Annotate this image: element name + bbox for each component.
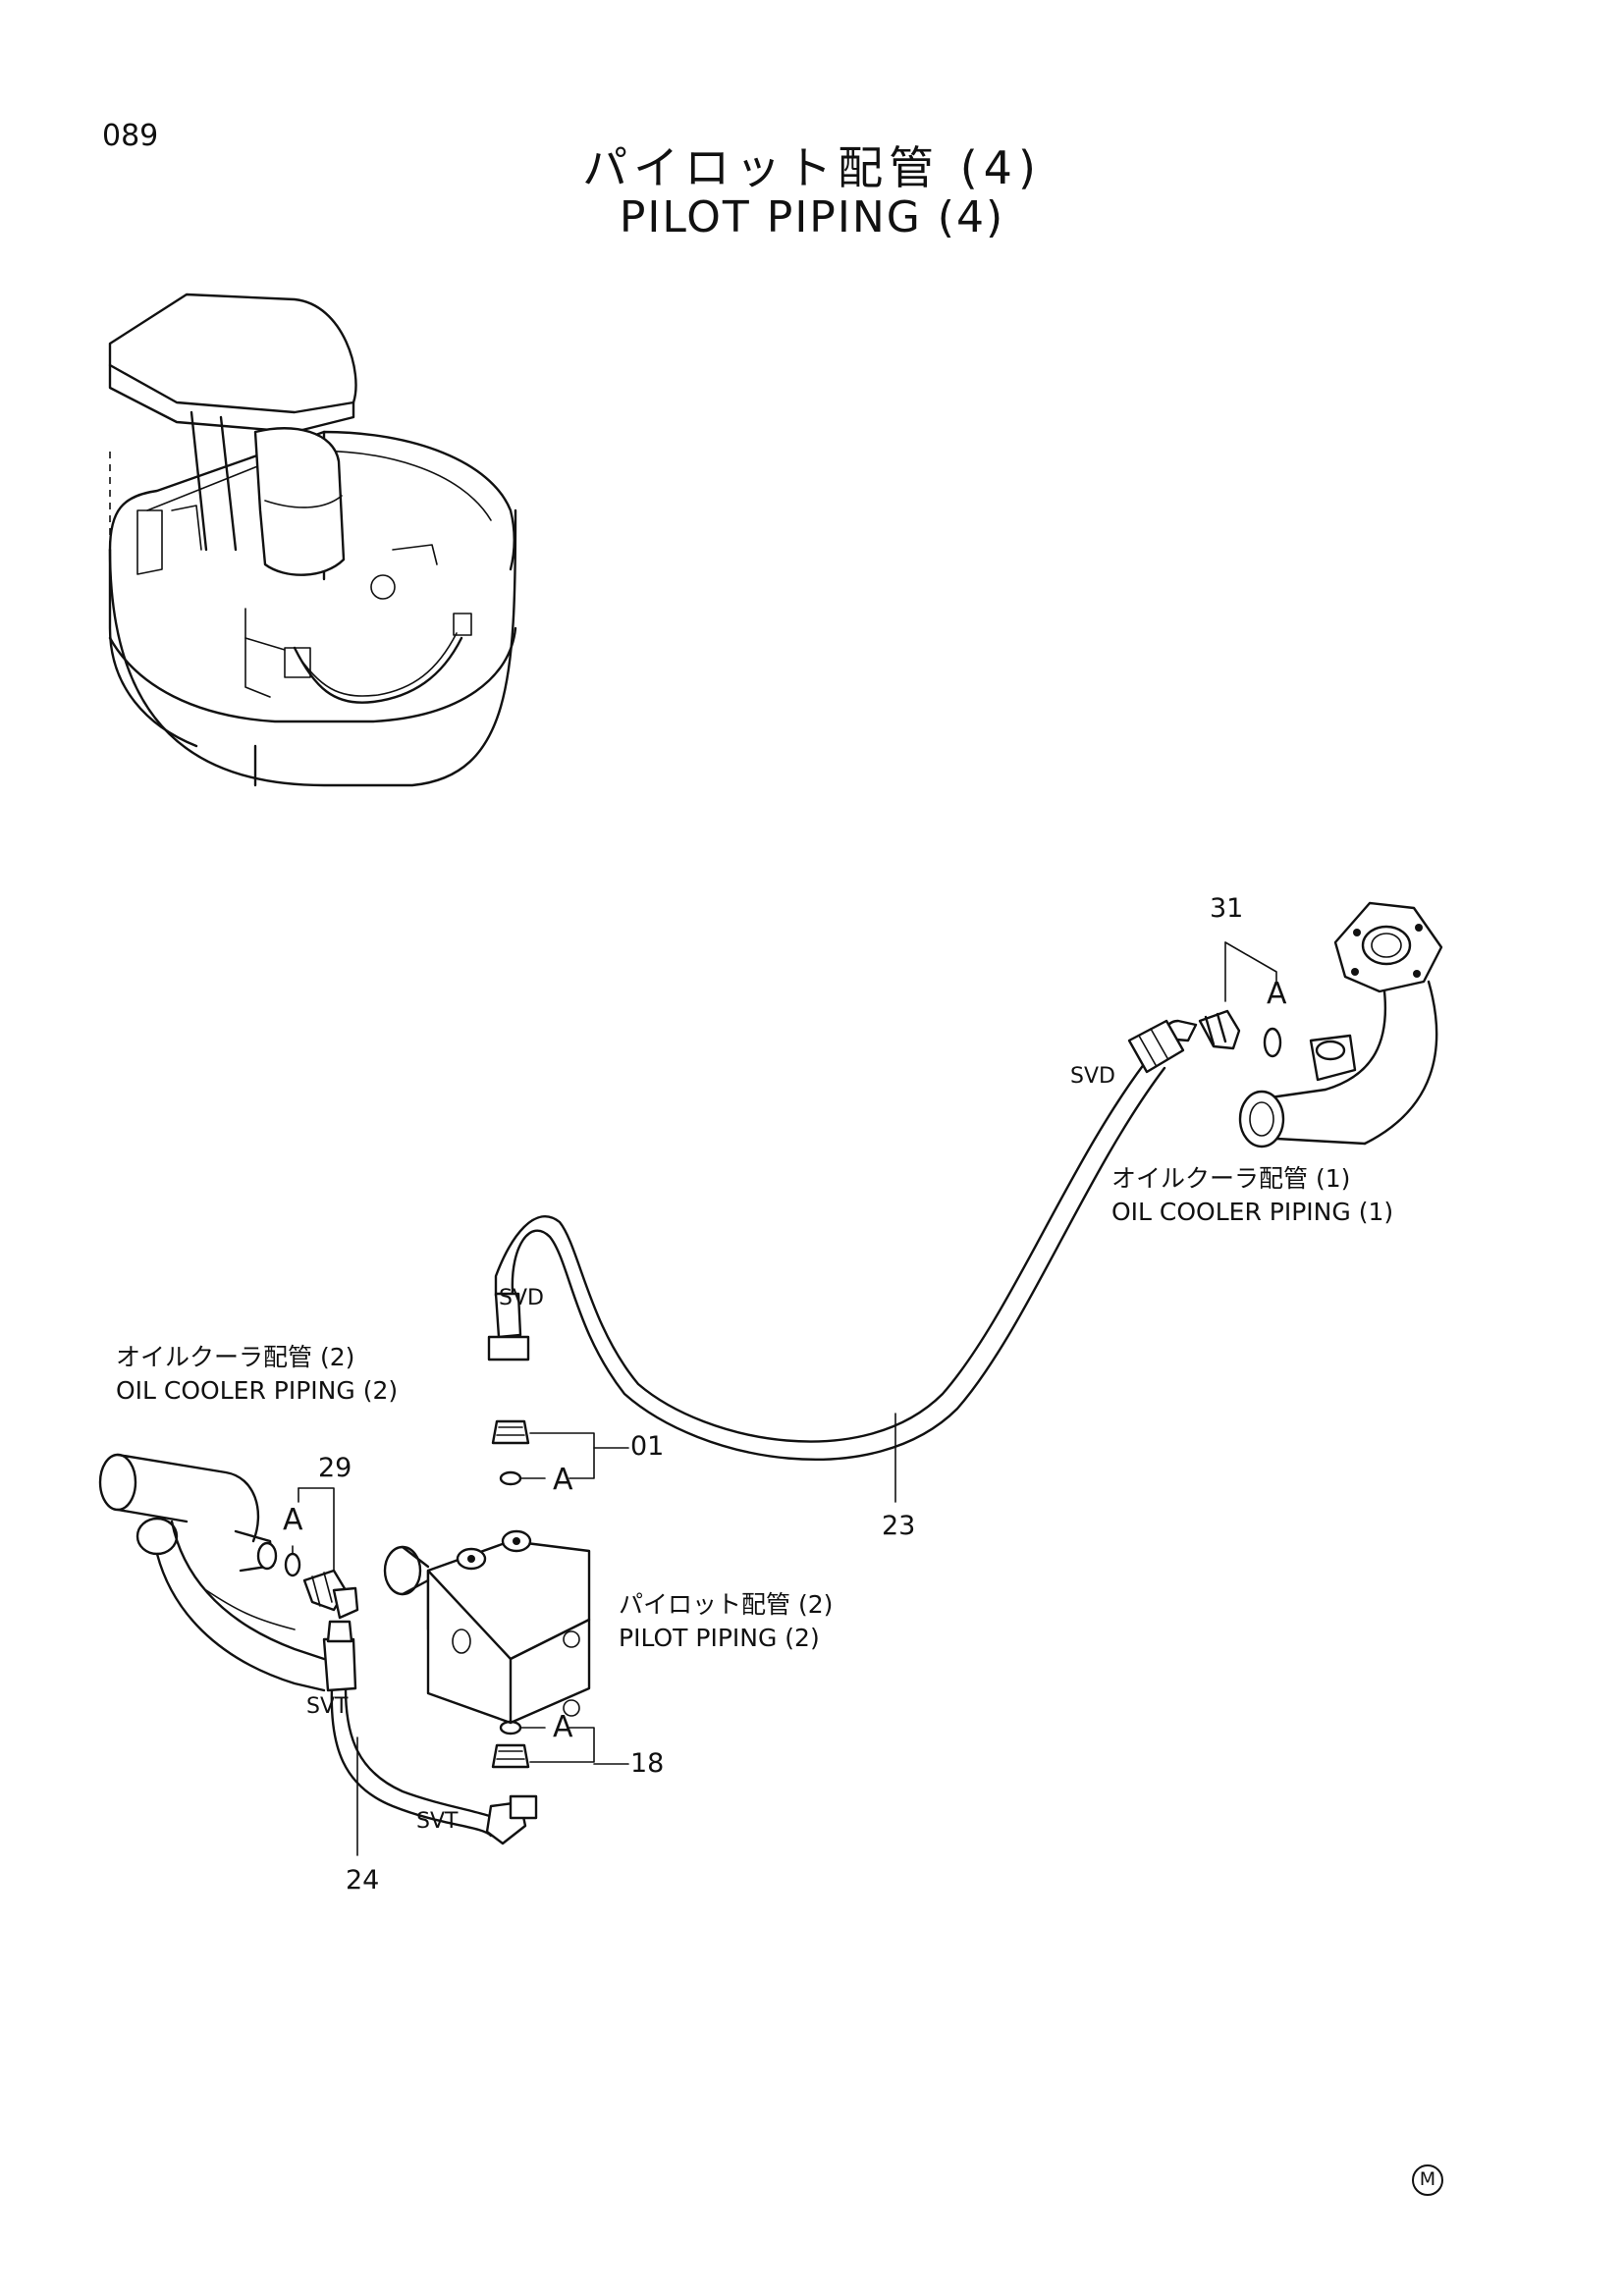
oil-cooler-piping-1-part <box>1238 901 1443 1148</box>
hose-24 <box>322 1620 538 1845</box>
label-oil-cooler-piping-2-en: OIL COOLER PIPING (2) <box>116 1376 399 1405</box>
page-title-english: PILOT PIPING (4) <box>619 192 1005 242</box>
label-oil-cooler-piping-2-jp: オイルクーラ配管 (2) <box>116 1343 355 1371</box>
detail-ref-a-18: A <box>553 1710 573 1744</box>
corner-circle-mark: M <box>1412 2164 1443 2196</box>
callout-part-23: 23 <box>882 1511 916 1541</box>
callout-part-29: 29 <box>318 1453 352 1483</box>
page-number: 089 <box>102 119 159 153</box>
callout-part-18: 18 <box>630 1748 665 1779</box>
detail-ref-a-29: A <box>283 1503 303 1537</box>
callout-part-31: 31 <box>1210 893 1244 924</box>
label-pilot-piping-2-en: PILOT PIPING (2) <box>619 1624 820 1652</box>
detail-ref-a-01: A <box>553 1463 573 1497</box>
label-oil-cooler-piping-1-jp: オイルクーラ配管 (1) <box>1111 1164 1351 1193</box>
hose-end-label-svd-lower: SVD <box>499 1286 544 1310</box>
elbow-fitting-29 <box>284 1552 359 1620</box>
callout-part-24: 24 <box>346 1865 380 1896</box>
detail-ref-a-31: A <box>1267 977 1287 1011</box>
callout-leaders <box>292 941 1277 1856</box>
valve-block <box>383 1529 591 1725</box>
page-title-japanese: パイロット配管 (4) <box>582 141 1042 194</box>
machine-overview-illustration <box>108 293 517 787</box>
callout-part-01: 01 <box>630 1431 665 1462</box>
label-pilot-piping-2-jp: パイロット配管 (2) <box>619 1590 834 1619</box>
label-oil-cooler-piping-1-en: OIL COOLER PIPING (1) <box>1111 1198 1394 1226</box>
hose-end-label-svd-upper: SVD <box>1070 1064 1115 1089</box>
adapter-fitting-01 <box>491 1419 530 1486</box>
hose-end-label-svt-lower: SVT <box>416 1809 459 1834</box>
oil-cooler-piping-2-part <box>98 1453 326 1692</box>
hose-23 <box>487 1019 1185 1462</box>
hose-end-label-svt-upper: SVT <box>306 1694 349 1719</box>
adapter-fitting-18 <box>491 1720 530 1769</box>
